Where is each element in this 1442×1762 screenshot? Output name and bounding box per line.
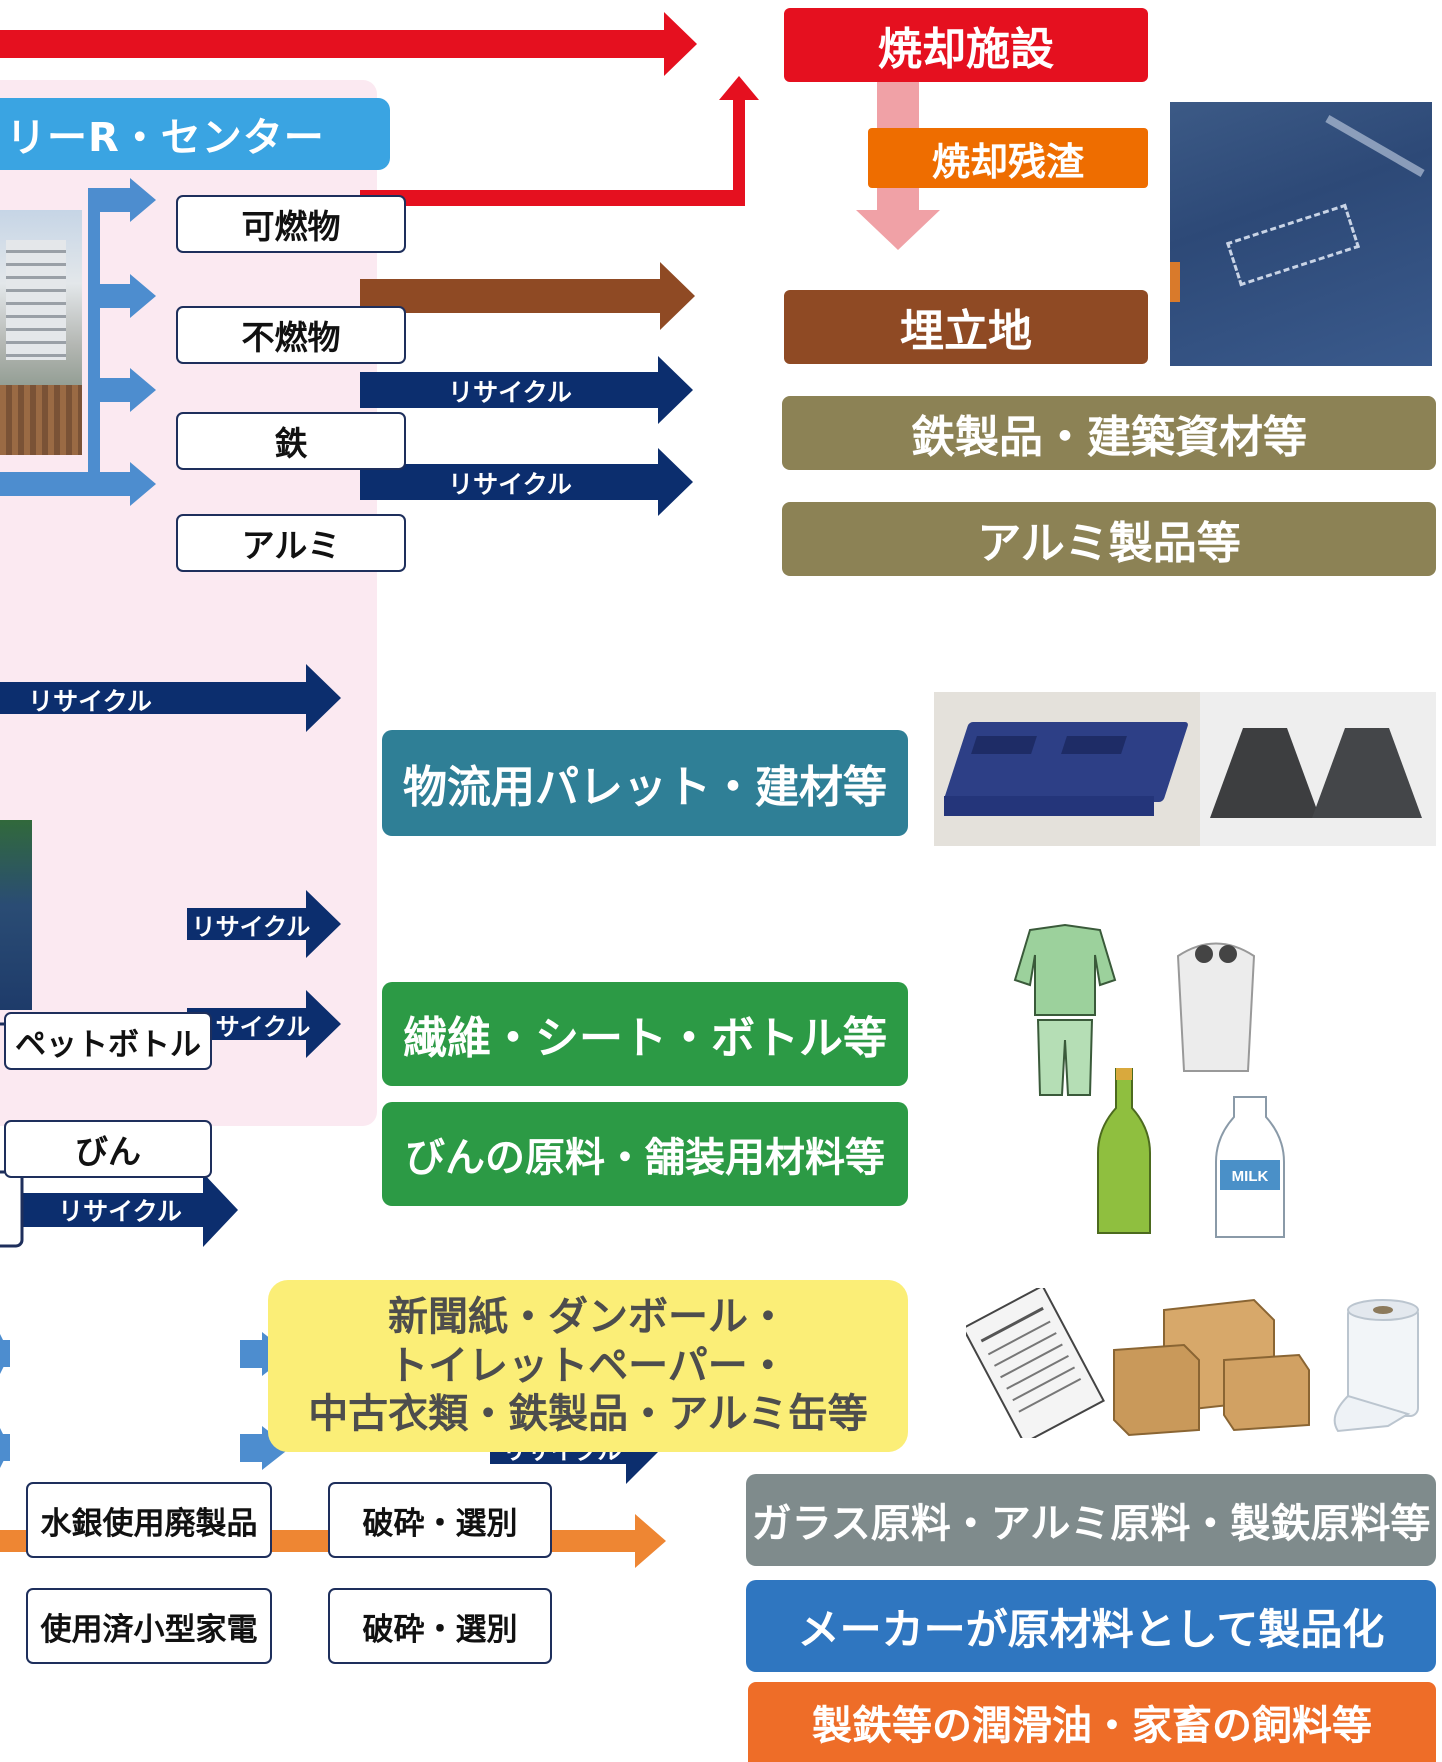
fiber-box: 繊維・シート・ボトル等 xyxy=(382,982,908,1086)
noncombustible-box: 不燃物 xyxy=(176,306,406,364)
glass-box: ガラス原料・アルミ原料・製鉄原料等 xyxy=(746,1474,1436,1566)
landfill-box: 埋立地 xyxy=(784,290,1148,364)
arrow-aluminum-recycle xyxy=(360,448,693,516)
aluminum-products-label: アルミ製品等 xyxy=(977,518,1241,569)
glass-label: ガラス原料・アルミ原料・製鉄原料等 xyxy=(751,1501,1431,1547)
bottle-material-box: びんの原料・舗装用材料等 xyxy=(382,1102,908,1206)
green-bottle-icon xyxy=(1097,1068,1151,1234)
toilet-paper-icon xyxy=(1333,1299,1419,1433)
worker-photo xyxy=(0,820,32,1010)
arrow-appliance-crush xyxy=(240,1426,290,1470)
noncombustible-label: 不燃物 xyxy=(241,318,341,357)
iron-products-box: 鉄製品・建築資材等 xyxy=(782,396,1436,470)
appliance-box: 使用済小型家電 xyxy=(26,1588,272,1664)
bottle-material-label: びんの原料・舗装用材料等 xyxy=(405,1135,885,1181)
recycle-label-pet: リサイクル xyxy=(191,912,311,941)
arrow-combustible-incineration xyxy=(360,100,745,206)
pet-bottle-label: ペットボトル xyxy=(15,1026,201,1063)
crush-label-1: 破砕・選別 xyxy=(362,1505,518,1542)
pallet-label: 物流用パレット・建材等 xyxy=(403,762,887,813)
recycle-label-iron: リサイクル xyxy=(448,378,572,407)
milk-label: MILK xyxy=(1232,1168,1269,1185)
mercury-box: 水銀使用廃製品 xyxy=(26,1482,272,1558)
oil-box: 製鉄等の潤滑油・家畜の飼料等 xyxy=(748,1682,1436,1762)
oil-label: 製鉄等の潤滑油・家畜の飼料等 xyxy=(812,1703,1372,1749)
arrow-pallet-recycle xyxy=(0,664,341,732)
incineration-label: 焼却施設 xyxy=(878,24,1054,75)
combustible-label: 可燃物 xyxy=(241,207,341,246)
aluminum-box: アルミ xyxy=(176,514,406,572)
ash-label: 焼却残渣 xyxy=(931,139,1084,184)
crush-box-1: 破砕・選別 xyxy=(328,1482,552,1558)
trash-can-icon xyxy=(1176,942,1256,1072)
arrow-noncombustible-landfill xyxy=(360,262,695,330)
bottle-label: びん xyxy=(75,1132,141,1171)
pet-bottle-box: ペットボトル xyxy=(4,1012,212,1070)
landfill-label: 埋立地 xyxy=(900,306,1032,357)
recycle-label-aluminum: リサイクル xyxy=(448,470,572,499)
chock-photo xyxy=(1200,692,1436,846)
facility-photo xyxy=(0,210,82,455)
iron-label: 鉄 xyxy=(274,424,308,463)
maker-label: メーカーが原材料として製品化 xyxy=(797,1604,1385,1654)
branch-trunk xyxy=(88,200,100,488)
appliance-label: 使用済小型家電 xyxy=(40,1611,258,1648)
recycle-label-pallet: リサイクル xyxy=(28,687,152,716)
combustible-box: 可燃物 xyxy=(176,195,406,253)
bottle-box: びん xyxy=(4,1120,212,1178)
landfill-photo xyxy=(1170,102,1432,366)
cardboard-boxes-icon xyxy=(1113,1298,1310,1437)
newspaper-icon xyxy=(966,1288,1105,1438)
pallet-box: 物流用パレット・建材等 xyxy=(382,730,908,836)
paper-line-3: 中古衣類・鉄製品・アルミ缶等 xyxy=(308,1391,868,1438)
arrow-mercury-crush xyxy=(240,1332,290,1376)
arrow-bottle-recycle xyxy=(187,990,341,1058)
milk-bottle-icon: MILK xyxy=(1215,1096,1285,1238)
paper-line-1: 新聞紙・ダンボール・ xyxy=(388,1293,788,1340)
mercury-label: 水銀使用廃製品 xyxy=(40,1505,258,1542)
arrow-pet-recycle xyxy=(187,890,341,958)
aluminum-products-box: アルミ製品等 xyxy=(782,502,1436,576)
crush-box-2: 破砕・選別 xyxy=(328,1588,552,1664)
pallet-photo xyxy=(934,692,1200,846)
clothes-icon xyxy=(1013,923,1117,1096)
center-title-banner: リーR・センター xyxy=(0,98,390,170)
paper-box: 新聞紙・ダンボール・ トイレットペーパー・ 中古衣類・鉄製品・アルミ缶等 xyxy=(268,1280,908,1452)
paper-line-2: トイレットペーパー・ xyxy=(388,1342,788,1389)
maker-box: メーカーが原材料として製品化 xyxy=(746,1580,1436,1672)
crush-label-2: 破砕・選別 xyxy=(362,1611,518,1648)
aluminum-label: アルミ xyxy=(241,526,341,565)
arrow-to-incineration xyxy=(0,12,697,76)
iron-products-label: 鉄製品・建築資材等 xyxy=(911,412,1307,463)
center-title: リーR・センター xyxy=(6,115,325,161)
arrow-paper-recycle xyxy=(22,1173,238,1247)
arrow-iron-recycle xyxy=(360,356,693,424)
iron-box: 鉄 xyxy=(176,412,406,470)
ash-box: 焼却残渣 xyxy=(868,128,1148,188)
fiber-label: 繊維・シート・ボトル等 xyxy=(403,1013,887,1064)
incineration-box: 焼却施設 xyxy=(784,8,1148,82)
recycle-label-paper: リサイクル xyxy=(58,1197,182,1226)
